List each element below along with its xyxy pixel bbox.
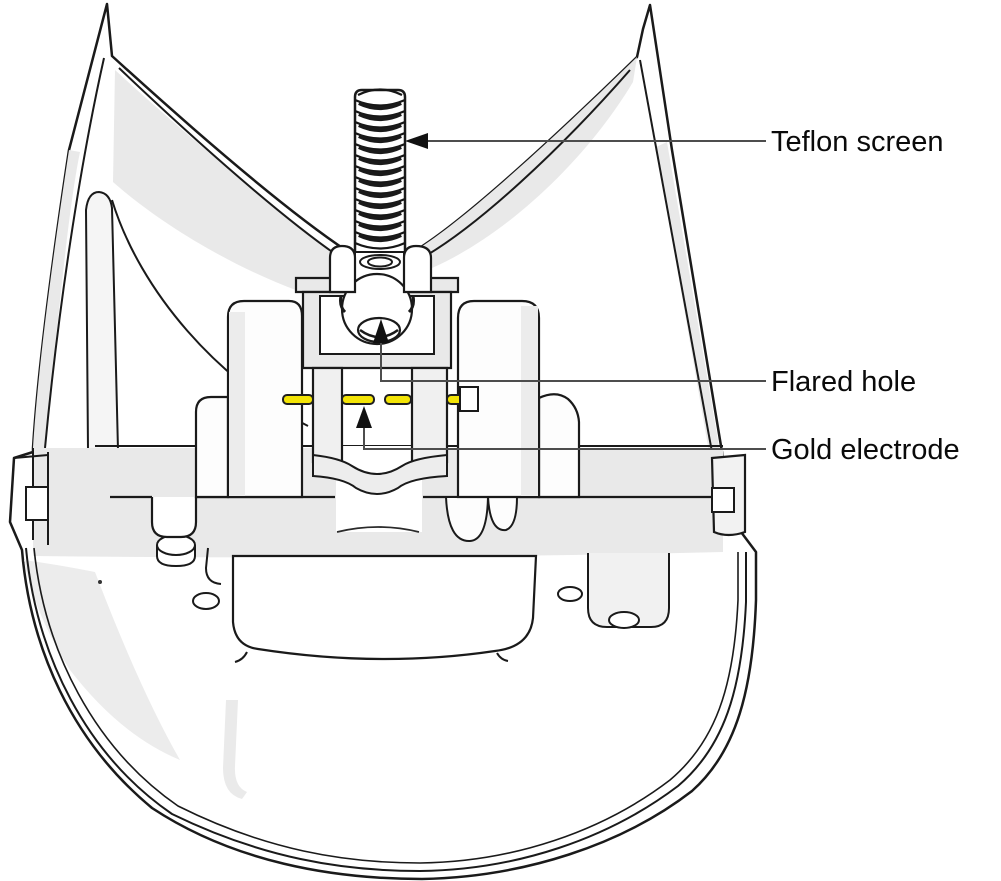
left-oval-hole <box>192 592 220 610</box>
small-dot <box>98 580 102 584</box>
teflon-screw-thread-ridges <box>354 88 406 250</box>
right-rim-inner-line <box>421 69 631 259</box>
right-oval-small <box>557 586 583 602</box>
floor-corner-ticks <box>234 651 509 663</box>
screw-end-ring-outer <box>359 254 401 270</box>
inner-floor-panel <box>231 554 538 661</box>
label-teflon-screen: Teflon screen <box>771 126 944 158</box>
teflon-screen-arrowhead <box>405 133 428 149</box>
gold-electrode-arrowhead <box>356 406 372 428</box>
shelf-scallop-bumps <box>444 496 519 543</box>
label-flared-hole: Flared hole <box>771 366 917 398</box>
right-wall-face-shade <box>656 142 720 452</box>
left-wall-inner-line <box>44 57 105 449</box>
shelf-u-notch <box>150 497 198 539</box>
left-inner-panel <box>84 190 119 451</box>
label-gold-electrode: Gold electrode <box>771 434 960 466</box>
right-block-shade <box>521 306 538 496</box>
ball-pivot-marks <box>339 295 415 314</box>
left-shoulder-block <box>194 395 230 499</box>
left-rim-inner-line <box>118 67 342 259</box>
flared-hole-arrowhead <box>373 319 389 343</box>
right-shoulder-block <box>537 393 581 499</box>
teflon-screw-thread-grooves <box>358 101 402 243</box>
right-rim-shade <box>421 57 637 268</box>
bowl-rim-inner-line-1 <box>25 547 747 873</box>
bowl-left-shade <box>24 560 180 760</box>
bowl-highlight-j <box>223 700 247 799</box>
fork-yoke <box>312 453 448 495</box>
left-trough-shade <box>113 70 342 305</box>
left-hook-line <box>204 547 222 585</box>
screw-end-ring-inner <box>367 256 393 268</box>
right-wall-inner-line <box>639 59 713 453</box>
clamp-ear-left <box>328 244 357 294</box>
left-insulator-block <box>226 299 304 499</box>
left-wall-face-shade <box>33 150 80 448</box>
gap-floor-line <box>336 526 420 533</box>
gold-electrode-leader <box>363 427 766 450</box>
fork-leg-left <box>311 366 344 464</box>
fork-leg-right <box>410 366 449 464</box>
right-oval-large <box>608 611 640 629</box>
clamp-ear-right <box>402 244 433 294</box>
left-flange-tab <box>25 486 49 521</box>
left-block-shade <box>229 312 245 496</box>
bowl-rim-inner-line-2 <box>33 547 739 864</box>
flared-hole-leader <box>380 342 766 382</box>
right-clip-notch <box>711 487 735 513</box>
electrode-terminal-block <box>459 386 479 412</box>
